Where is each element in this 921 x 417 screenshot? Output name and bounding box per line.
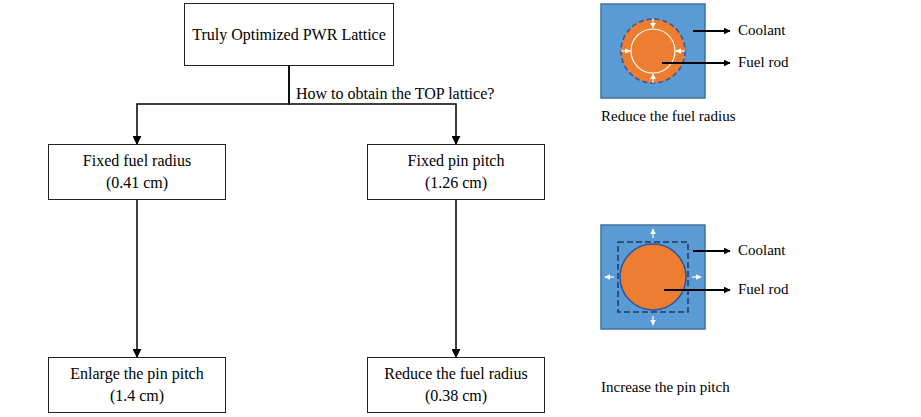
branch-label: How to obtain the TOP lattice?: [296, 84, 494, 103]
cell-reduce-radius: [601, 4, 730, 98]
annotation-label: Reduce the fuel radius: [601, 107, 736, 125]
annotation-label: Increase the pin pitch: [601, 378, 730, 396]
box-text: Truly Optimized PWR Lattice: [192, 24, 386, 46]
box-text: Reduce the fuel radius (0.38 cm): [384, 363, 528, 406]
box-text: Fixed fuel radius (0.41 cm): [83, 150, 191, 193]
box-text: Fixed pin pitch (1.26 cm): [408, 150, 505, 193]
box-text: Enlarge the pin pitch (1.4 cm): [70, 363, 203, 406]
process-box: Enlarge the pin pitch (1.4 cm): [48, 357, 226, 413]
cell-increase-pitch: [601, 225, 730, 329]
flow-arrow: [137, 66, 289, 144]
flow-arrow: [136, 200, 138, 357]
process-box: Reduce the fuel radius (0.38 cm): [367, 357, 545, 413]
annotation-label: Coolant: [738, 241, 786, 259]
annotation-label: Fuel rod: [738, 53, 788, 71]
process-box: Truly Optimized PWR Lattice: [184, 3, 394, 66]
process-box: Fixed fuel radius (0.41 cm): [48, 144, 226, 200]
process-box: Fixed pin pitch (1.26 cm): [367, 144, 545, 200]
annotation-label: Coolant: [738, 21, 786, 39]
flow-arrow: [455, 200, 457, 357]
flow-arrow: [289, 66, 456, 144]
annotation-label: Fuel rod: [738, 280, 788, 298]
